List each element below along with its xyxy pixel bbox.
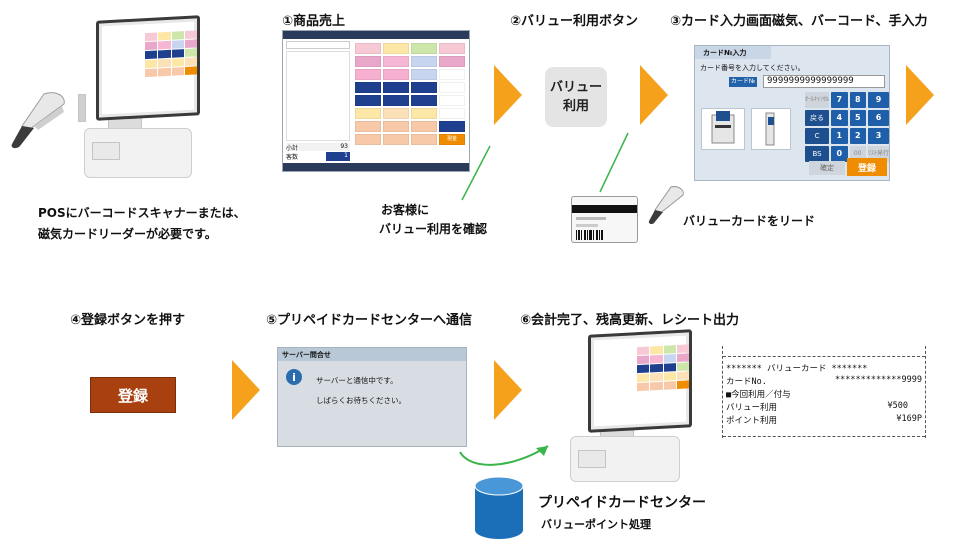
subtotal-value: 93 xyxy=(340,143,348,150)
card-input-title: カード№入力 xyxy=(695,46,771,59)
receipt-card-value: *************9999 xyxy=(835,375,922,385)
keypad-key[interactable]: 7 xyxy=(831,92,848,108)
server-dialog-line-1: サーバーと通信中です。 xyxy=(316,376,398,385)
register-key-button[interactable]: 登録 xyxy=(847,158,887,176)
confirm-button[interactable]: 確定 xyxy=(809,161,845,175)
value-use-button[interactable]: バリュー 利用 xyxy=(545,67,607,127)
settle-key: 現金 xyxy=(439,134,465,145)
receipt-point-amount: ¥169P xyxy=(896,414,922,424)
step-5-title: ⑤プリペイドカードセンターへ通信 xyxy=(266,313,473,328)
card-number-input[interactable]: 9999999999999999 xyxy=(763,75,885,88)
flow-arrow-2 xyxy=(640,65,668,125)
communication-line xyxy=(459,445,549,466)
requirement-line-2: 磁気カードリーダーが必要です。 xyxy=(38,227,217,241)
step-4-title: ④登録ボタンを押す xyxy=(70,313,186,328)
keypad-key[interactable]: 2 xyxy=(849,128,866,144)
barcode-icon xyxy=(576,230,603,240)
barcode-reader-illustration xyxy=(751,108,791,150)
card-input-dialog: カード№入力 カード番号を入力してください。 カード№ 999999999999… xyxy=(694,45,890,181)
count-label: 客数 xyxy=(286,154,299,161)
flow-arrow-1 xyxy=(494,65,522,125)
pos-sales-screen: 小計 93 客数 1 現金 xyxy=(282,30,470,172)
keypad-key[interactable]: 1 xyxy=(831,128,848,144)
receipt-value-amount: ¥500 xyxy=(887,401,908,411)
card-center-subtitle: バリューポイント処理 xyxy=(541,518,651,531)
keypad-key[interactable]: 6 xyxy=(867,110,889,126)
receipt-card-label: カードNo. xyxy=(726,377,767,387)
keypad-key[interactable]: 5 xyxy=(849,110,866,126)
flow-arrow-5 xyxy=(494,360,522,420)
confirm-line-2: バリュー利用を確認 xyxy=(379,222,488,236)
product-key-grid: 現金 xyxy=(355,43,465,145)
pos-terminal xyxy=(78,15,208,178)
keypad-key[interactable]: 戻る xyxy=(805,110,830,126)
keypad-key[interactable]: ｵｰﾙｷｬﾝｾﾙ xyxy=(805,92,830,108)
keypad-key[interactable]: 4 xyxy=(831,110,848,126)
keypad-key[interactable]: 0 xyxy=(831,146,848,162)
requirement-line-1: POSにバーコードスキャナーまたは、 xyxy=(38,206,246,220)
value-button-line-1: バリュー xyxy=(549,80,602,95)
keypad-key[interactable]: 3 xyxy=(867,128,889,144)
flow-arrow-3 xyxy=(906,65,934,125)
step-3-title: ③カード入力画面磁気、バーコード、手入力 xyxy=(670,14,928,29)
register-button[interactable]: 登録 xyxy=(90,377,176,413)
confirm-line-1: お客様に xyxy=(381,203,430,217)
pos-terminal-complete xyxy=(566,329,696,482)
card-reader-illustration xyxy=(701,108,745,150)
step-6-title: ⑥会計完了、残高更新、レシート出力 xyxy=(520,313,740,328)
requirement-note: POSにバーコードスキャナーまたは、 磁気カードリーダーが必要です。 xyxy=(38,203,246,245)
database-icon xyxy=(474,476,524,539)
step-2-title: ②バリュー利用ボタン xyxy=(510,14,639,29)
confirm-note: お客様に バリュー利用を確認 xyxy=(379,201,487,239)
barcode-scanner-icon xyxy=(11,92,65,149)
server-dialog-title: サーバー問合せ xyxy=(278,348,466,361)
info-icon: i xyxy=(286,369,302,385)
read-card-note: バリューカードをリード xyxy=(683,214,816,228)
count-value: 1 xyxy=(326,152,350,161)
subtotal-label: 小計 xyxy=(286,145,299,152)
receipt-value-label: バリュー利用 xyxy=(726,403,778,413)
card-input-message: カード番号を入力してください。 xyxy=(700,64,805,72)
receipt-header: ******* バリューカード ******* xyxy=(726,364,868,374)
confirm-line xyxy=(461,145,491,201)
value-card xyxy=(571,196,638,243)
server-dialog-line-2: しばらくお待ちください。 xyxy=(316,396,406,405)
step-1-title: ①商品売上 xyxy=(282,14,346,29)
value-button-line-2: 利用 xyxy=(562,99,589,114)
card-number-label: カード№ xyxy=(729,77,757,87)
card-center-title: プリペイドカードセンター xyxy=(538,495,706,511)
handheld-scanner-icon xyxy=(648,186,684,225)
keypad-key[interactable]: 8 xyxy=(849,92,866,108)
keypad-key[interactable]: 9 xyxy=(867,92,889,108)
server-inquiry-dialog: サーバー問合せ i サーバーと通信中です。 しばらくお待ちください。 xyxy=(277,347,467,447)
keypad-key[interactable]: BS xyxy=(805,146,830,162)
flow-arrow-4 xyxy=(232,360,260,420)
read-card-line xyxy=(599,132,629,193)
receipt-point-label: ポイント利用 xyxy=(726,416,778,426)
receipt: ******* バリューカード ******* カードNo. **********… xyxy=(722,346,926,438)
receipt-section: ■今回利用／付与 xyxy=(726,390,791,400)
keypad-key[interactable]: C xyxy=(805,128,830,144)
